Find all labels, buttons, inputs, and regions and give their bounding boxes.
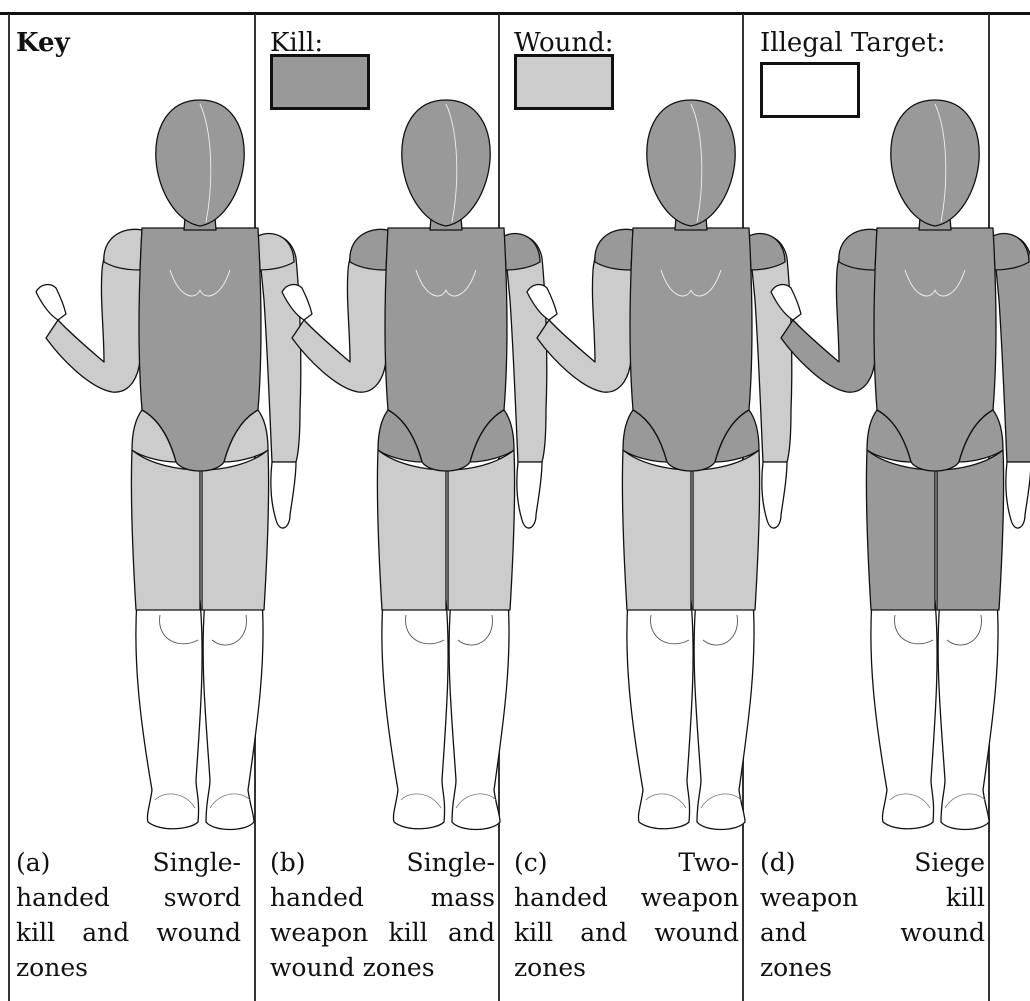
caption-b: (b) Single- handed mass weapon kill and … — [270, 845, 495, 985]
caption-d: (d) Siege weapon kill and wound zones — [760, 845, 985, 985]
leg-left — [203, 600, 263, 830]
leg-left — [449, 600, 509, 830]
leg-right — [382, 600, 448, 829]
caption-line: weapon kill — [760, 880, 985, 915]
caption-line: (c) Two- — [514, 845, 739, 880]
thigh-right — [866, 450, 935, 610]
caption-line: handed weapon — [514, 880, 739, 915]
leg-left — [694, 600, 754, 830]
thigh-left — [202, 450, 269, 610]
thigh-left — [693, 450, 760, 610]
thigh-left — [448, 450, 515, 610]
thigh-left — [937, 450, 1004, 610]
shoulder-right — [350, 229, 388, 270]
caption-line: zones — [514, 950, 739, 985]
caption-line: wound zones — [270, 950, 495, 985]
shoulder-right — [104, 229, 142, 270]
head — [647, 100, 735, 226]
leg-right — [871, 600, 937, 829]
thigh-right — [622, 450, 691, 610]
shoulder-left — [749, 234, 785, 270]
hand-right — [36, 285, 66, 320]
leg-right — [136, 600, 202, 829]
caption-line: (b) Single- — [270, 845, 495, 880]
shoulder-left — [504, 234, 540, 270]
caption-a: (a) Single- handed sword kill and wound … — [16, 845, 241, 985]
figure-c — [527, 100, 792, 830]
leg-left — [938, 600, 998, 830]
caption-line: (d) Siege — [760, 845, 985, 880]
hand-left — [762, 462, 787, 528]
head — [156, 100, 244, 226]
head — [402, 100, 490, 226]
shoulder-right — [839, 229, 877, 270]
head — [891, 100, 979, 226]
caption-line: and wound — [760, 915, 985, 950]
hand-left — [271, 462, 296, 528]
figure-a — [36, 100, 301, 830]
caption-line: (a) Single- — [16, 845, 241, 880]
figure-d — [771, 100, 1030, 830]
leg-right — [627, 600, 693, 829]
hand-left — [1006, 462, 1030, 528]
shoulder-left — [258, 234, 294, 270]
shoulder-right — [595, 229, 633, 270]
figure-b — [282, 100, 547, 830]
caption-line: zones — [760, 950, 985, 985]
caption-line: kill and wound — [514, 915, 739, 950]
caption-c: (c) Two- handed weapon kill and wound zo… — [514, 845, 739, 985]
caption-line: kill and wound — [16, 915, 241, 950]
thigh-right — [377, 450, 446, 610]
thigh-right — [131, 450, 200, 610]
caption-line: zones — [16, 950, 241, 985]
caption-line: handed sword — [16, 880, 241, 915]
shoulder-left — [993, 234, 1029, 270]
caption-line: handed mass — [270, 880, 495, 915]
caption-line: weapon kill and — [270, 915, 495, 950]
hand-left — [517, 462, 542, 528]
